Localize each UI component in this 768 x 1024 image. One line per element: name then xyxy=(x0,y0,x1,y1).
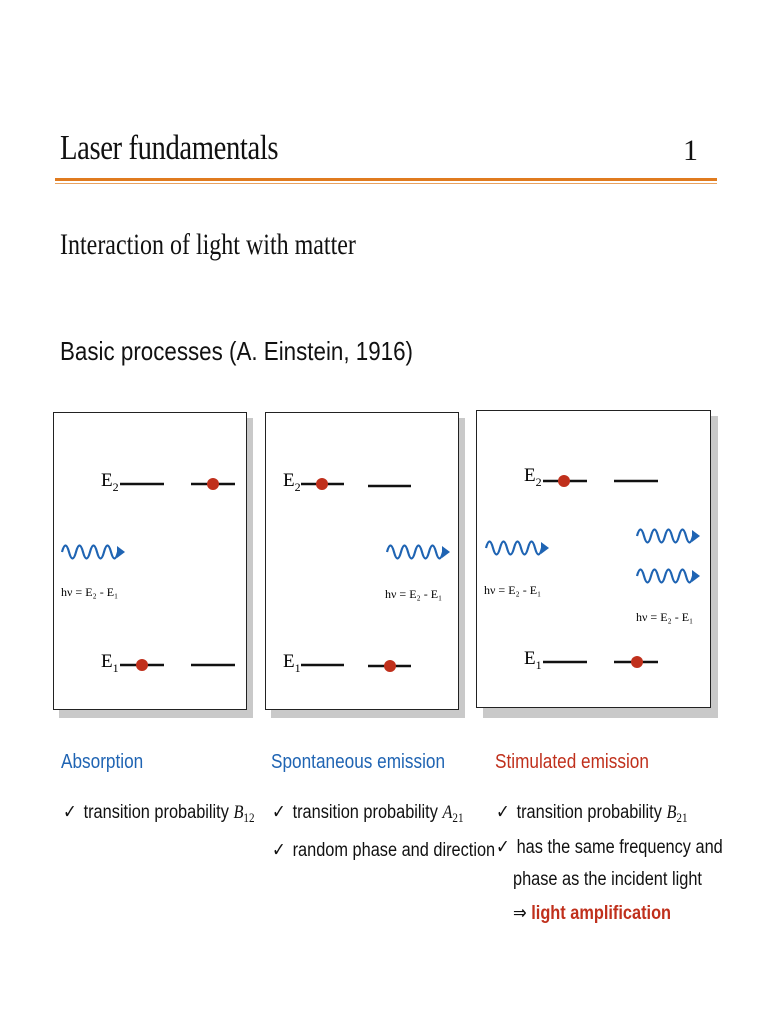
electron-dot xyxy=(558,475,570,487)
stimulated-emission-title: Stimulated emission xyxy=(495,751,649,773)
light-amplification: light amplification xyxy=(531,903,672,924)
implies-arrow-icon: ⇒ xyxy=(513,903,527,924)
bullet-item: ✓transition probability B21 xyxy=(496,802,688,825)
check-icon: ✓ xyxy=(496,837,510,858)
level-label-e2: E2 xyxy=(283,470,301,494)
bullet-item: ✓transition probability B12 xyxy=(63,802,255,825)
photon-wave-icon xyxy=(60,544,120,560)
photon-relation: hν = E₂ - E₁ xyxy=(385,587,442,601)
check-icon: ✓ xyxy=(496,802,510,823)
header-rule xyxy=(55,178,717,181)
electron-dot xyxy=(316,478,328,490)
level-label-e2: E2 xyxy=(524,465,542,489)
level-label-e1: E1 xyxy=(101,651,119,675)
arrow-right-icon xyxy=(692,570,700,582)
photon-relation: hν = E₂ - E₁ xyxy=(636,610,693,624)
level-label-e1: E1 xyxy=(524,648,542,672)
arrow-right-icon xyxy=(541,542,549,554)
electron-dot xyxy=(136,659,148,671)
electron-dot xyxy=(384,660,396,672)
electron-dot xyxy=(631,656,643,668)
electron-dot xyxy=(207,478,219,490)
conclusion-line: ⇒ light amplification xyxy=(513,902,671,925)
bullet-item: ✓random phase and direction xyxy=(272,840,496,861)
section-heading: Basic processes (A. Einstein, 1916) xyxy=(60,336,413,366)
level-label-e2: E2 xyxy=(101,470,119,494)
level-label-e1: E1 xyxy=(283,651,301,675)
photon-relation: hν = E₂ - E₁ xyxy=(61,585,118,599)
section-subtitle: Interaction of light with matter xyxy=(60,228,356,261)
check-icon: ✓ xyxy=(63,802,77,823)
header-rule-thin xyxy=(55,183,717,184)
arrow-right-icon xyxy=(442,546,450,558)
photon-relation: hν = E₂ - E₁ xyxy=(484,583,541,597)
check-icon: ✓ xyxy=(272,840,286,861)
emitted-photon-wave-icon xyxy=(635,528,695,544)
page-title: Laser fundamentals xyxy=(60,128,279,167)
check-icon: ✓ xyxy=(272,802,286,823)
arrow-right-icon xyxy=(117,546,125,558)
incident-photon-wave-icon xyxy=(484,540,544,556)
emitted-photon-wave-icon xyxy=(635,568,695,584)
spontaneous-emission-title: Spontaneous emission xyxy=(271,751,446,773)
photon-wave-icon xyxy=(385,544,445,560)
page-number: 1 xyxy=(683,134,698,167)
arrow-right-icon xyxy=(692,530,700,542)
absorption-title: Absorption xyxy=(61,751,144,773)
bullet-item: ✓transition probability A21 xyxy=(272,802,464,825)
bullet-continuation: phase as the incident light xyxy=(513,869,702,890)
bullet-item: ✓has the same frequency and xyxy=(496,837,723,858)
